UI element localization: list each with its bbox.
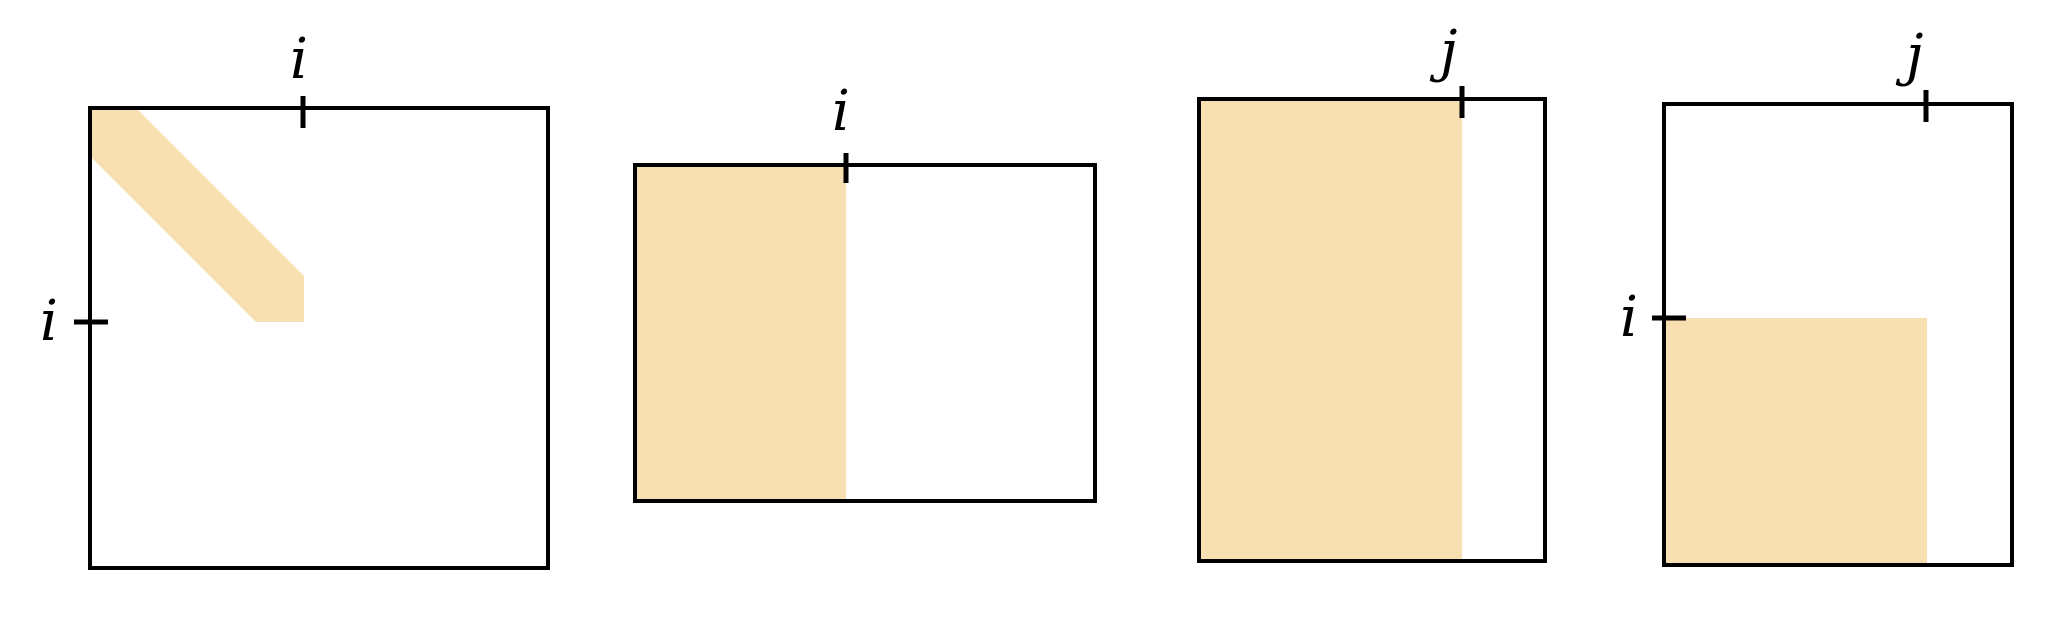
panel-1-diagonal-band (90, 110, 304, 322)
panel-1-left-label: i (40, 289, 58, 354)
panel-3-matrix-frame (1197, 97, 1547, 563)
panel-4-top-label: j (1895, 23, 1923, 88)
panel-4-lower-left-block: j i (1620, 23, 2014, 567)
panel-4-shaded-block (1665, 318, 1927, 564)
panel-1-matrix-frame (88, 106, 550, 570)
panel-3-shaded-columns (1200, 100, 1462, 560)
panel-1-square-diagonal: i i (40, 27, 550, 570)
panel-3-tall-left-columns: j (1197, 19, 1547, 563)
panel-2-wide-left-columns: i (633, 79, 1097, 503)
panel-3-top-label: j (1429, 19, 1457, 84)
panel-4-matrix-frame (1662, 102, 2014, 567)
panel-2-matrix-frame (633, 163, 1097, 503)
panel-4-left-label: i (1620, 285, 1638, 350)
panel-2-shaded-columns (636, 166, 846, 500)
panel-2-top-label: i (832, 79, 850, 144)
panel-1-top-label: i (290, 27, 308, 92)
